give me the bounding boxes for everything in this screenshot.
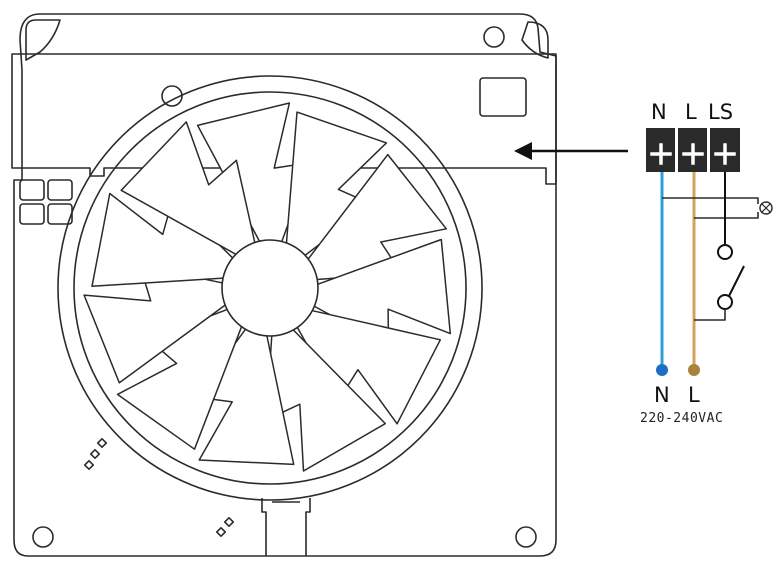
lamp-live-lead [694, 212, 759, 219]
voltage-label: 220-240VAC [640, 411, 723, 426]
live-supply-dot [688, 364, 700, 376]
switch-icon [717, 244, 745, 310]
supply-label-l: L [688, 383, 700, 407]
supply-label-n: N [654, 383, 670, 407]
terminal-label-n: N [651, 100, 667, 124]
plus-icon [650, 143, 672, 165]
mount-hole-top-right [483, 26, 505, 48]
fan-hub [221, 239, 319, 337]
mount-hole-bottom-left [32, 526, 54, 548]
mount-hole-top-left [161, 85, 183, 107]
vent-marks-bottom [215, 516, 235, 538]
terminal-block: N L LS [646, 100, 740, 172]
side-vent-grid [19, 179, 73, 225]
vent-marks-left [83, 437, 108, 471]
terminal-label-l: L [685, 100, 697, 124]
plus-icon [682, 143, 704, 165]
neutral-supply-dot [656, 364, 668, 376]
mount-hole-bottom-right [515, 526, 537, 548]
top-right-bracket [521, 21, 549, 59]
lamp-icon [759, 201, 773, 215]
bottom-connector-tab [261, 498, 311, 556]
fan-blades [83, 102, 452, 472]
plus-icon [714, 143, 736, 165]
arrow-left-icon [514, 142, 628, 160]
lamp-neutral-lead [662, 197, 759, 204]
terminal-window [479, 77, 527, 117]
top-left-bracket [25, 19, 61, 61]
fan-ring-inner [73, 91, 467, 485]
fan-ring-outer [57, 75, 483, 501]
fan-rotor [57, 75, 483, 501]
top-header-box [11, 53, 557, 185]
terminal-label-ls: LS [708, 100, 733, 124]
switch-return-lead [694, 309, 726, 321]
fan-housing [11, 13, 557, 557]
wiring [656, 172, 773, 376]
